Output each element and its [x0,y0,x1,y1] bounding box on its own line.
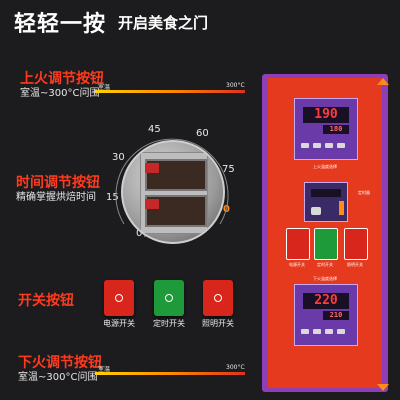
top-fire-scale-min: 室温 [98,84,111,91]
light-switch-button[interactable] [203,280,233,316]
top-temp-button-4[interactable] [337,143,345,148]
oven-body [140,152,208,234]
header-subtitle: 开启美食之门 [118,14,209,32]
timer-dial-arc [115,138,229,225]
power-switch-label: 电源开关 [103,319,135,328]
switch-title: 开关按钮 [18,293,74,309]
oven-image [121,140,225,244]
panel-light-label: 照明开关 [347,262,363,267]
oven-upper-control [145,163,159,173]
top-temp-caption: 上火温度选择 [313,164,337,169]
panel-power-label: 电源开关 [289,262,305,267]
top-fire-title: 上火调节按钮 [20,71,104,87]
top-temp-button-2[interactable] [313,143,321,148]
dial-number-45: 45 [148,124,161,135]
dial-number-30: 30 [112,152,125,163]
dial-number-15: 15 [106,192,119,203]
bottom-fire-scale-min: 室温 [98,366,111,373]
bottom-temp-sub-display: 210 [323,311,349,320]
timer-knob[interactable] [311,207,321,215]
top-temp-button-1[interactable] [301,143,309,148]
bottom-fire-title: 下火调节按钮 [18,355,102,371]
panel-timer-switch[interactable] [314,228,338,260]
dial-number-75: 75 [222,164,235,175]
bottom-temp-button-3[interactable] [325,329,333,334]
light-switch-label: 照明开关 [202,319,234,328]
timer-subtitle: 精确掌握烘焙时间 [16,192,96,203]
bottom-temp-controller: 220 210 [294,284,358,346]
bottom-temp-button-1[interactable] [301,329,309,334]
top-fire-subtitle: 室温~300°C问围 [20,88,100,99]
top-fire-scale-max: 300°C [226,82,245,89]
bottom-temp-button-2[interactable] [313,329,321,334]
bottom-fire-subtitle: 室温~300°C问围 [18,372,98,383]
timer-indicator [339,201,344,215]
timer-caption: 定时器 [358,190,370,195]
top-temp-controller: 190 180 [294,98,358,160]
dial-number-60: 60 [196,128,209,139]
timer-title: 时间调节按钮 [16,175,100,191]
top-fire-gradient-bar [95,90,245,93]
dial-number-0: 0 [136,228,142,239]
timer-switch-label: 定时开关 [153,319,185,328]
bottom-fire-gradient-bar [95,372,245,375]
panel-top-arrow [377,78,389,85]
control-panel-face: 190 180 上火温度选择 定时器 电源开关 定时开关 照明开关 220 21… [268,78,382,388]
oven-lower-control [145,199,159,209]
power-switch-button[interactable] [104,280,134,316]
panel-bottom-arrow [377,384,389,391]
top-temp-main-display: 190 [303,107,349,123]
bottom-temp-main-display: 220 [303,293,349,309]
bottom-temp-caption: 下火温度选择 [313,276,337,281]
oven-upper-door [145,159,207,191]
bottom-fire-scale-max: 300°C [226,364,245,371]
panel-light-switch[interactable] [344,228,368,260]
header-title: 轻轻一按 [14,12,107,37]
timer-display [311,189,341,197]
top-temp-button-3[interactable] [325,143,333,148]
timer-switch-button[interactable] [154,280,184,316]
dial-number-90: 90 [216,204,230,215]
panel-power-switch[interactable] [286,228,310,260]
timer-controller [304,182,348,222]
bottom-temp-button-4[interactable] [337,329,345,334]
top-temp-sub-display: 180 [323,125,349,134]
panel-timer-label: 定时开关 [317,262,333,267]
